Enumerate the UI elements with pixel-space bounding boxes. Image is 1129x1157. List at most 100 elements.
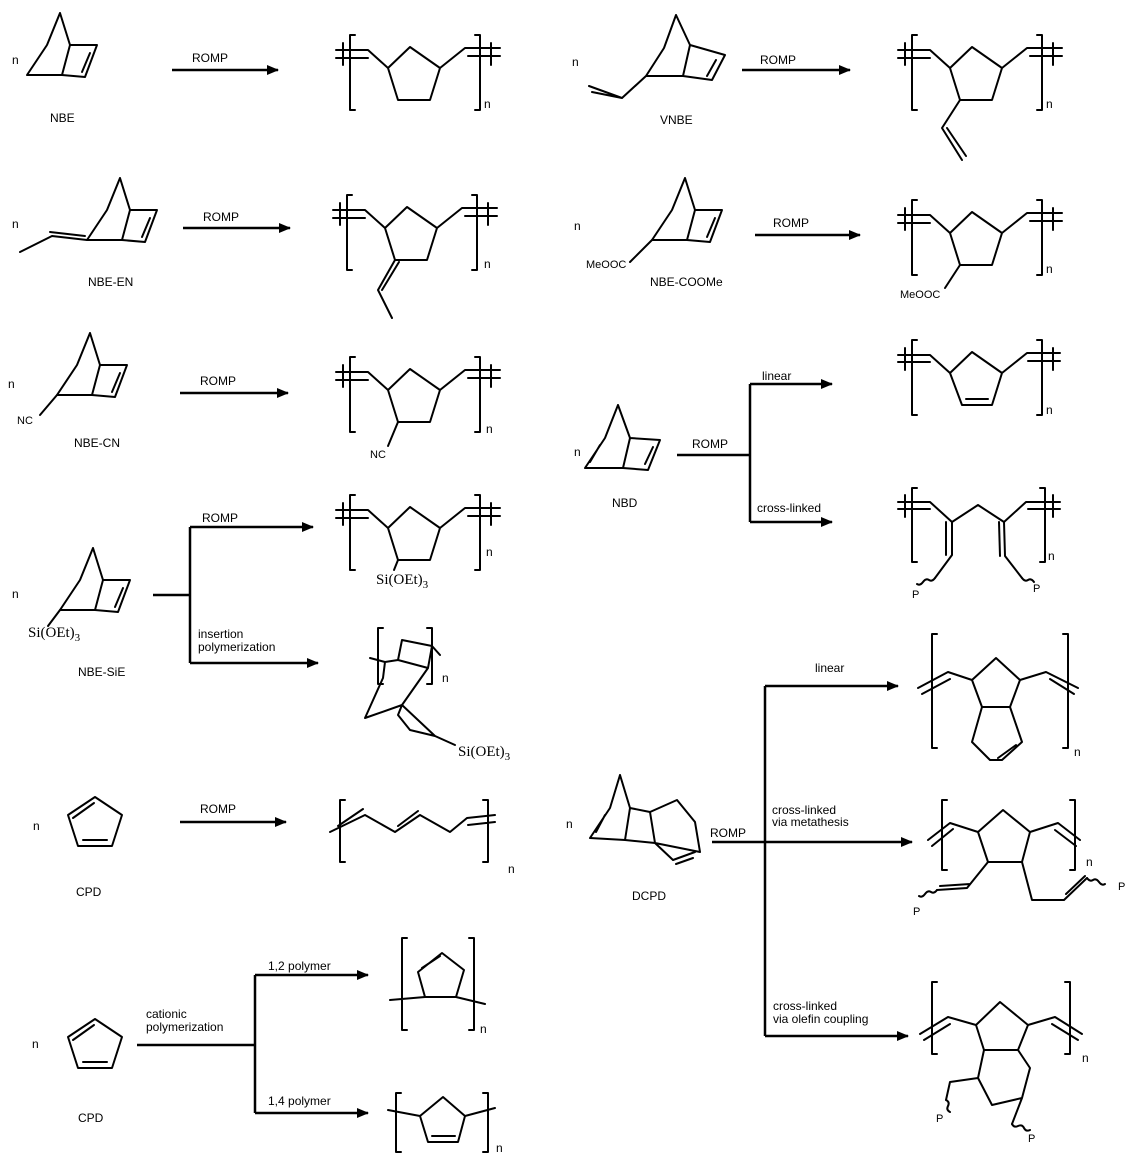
p14-label: 1,4 polymer bbox=[268, 1094, 331, 1108]
poly-nbe-en-structure bbox=[332, 194, 498, 271]
n-subscript: n bbox=[496, 1141, 503, 1155]
n-subscript: n bbox=[486, 422, 493, 436]
nbe-cn-label: NBE-CN bbox=[74, 436, 120, 450]
p-group: P bbox=[936, 1113, 943, 1125]
nbd-reaction: n NBD ROMP linear cross-linked n P P n bbox=[574, 339, 1061, 601]
n-subscript: n bbox=[1046, 403, 1053, 417]
poly-nbe-structure bbox=[335, 34, 501, 111]
poly-nbd-linear-structure bbox=[897, 339, 1061, 416]
n-coefficient: n bbox=[12, 53, 19, 67]
p-group: P bbox=[1118, 881, 1125, 893]
sioet-group: Si(OEt)3 bbox=[458, 744, 511, 763]
romp-label: ROMP bbox=[760, 53, 796, 67]
p-group: P bbox=[1033, 583, 1040, 595]
poly-nbe-sie-romp-structure bbox=[335, 494, 501, 571]
romp-label: ROMP bbox=[200, 374, 236, 388]
n-subscript: n bbox=[486, 545, 493, 559]
romp-label: ROMP bbox=[203, 210, 239, 224]
poly-vnbe-structure bbox=[897, 34, 1063, 111]
romp-label: ROMP bbox=[692, 437, 728, 451]
n-subscript: n bbox=[1046, 262, 1053, 276]
n-subscript: n bbox=[1074, 745, 1081, 759]
nbe-coome-reaction: n MeOOC NBE-COOMe ROMP MeOOC n bbox=[574, 177, 1063, 301]
poly-nbe-cn-structure bbox=[335, 356, 501, 433]
poly-nbe-sie-insertion-structure bbox=[364, 627, 456, 746]
p-group: P bbox=[912, 589, 919, 601]
cpd-structure bbox=[67, 1018, 123, 1069]
n-subscript: n bbox=[1086, 855, 1093, 869]
n-coefficient: n bbox=[574, 219, 581, 233]
romp-label: ROMP bbox=[192, 51, 228, 65]
romp-label: ROMP bbox=[773, 216, 809, 230]
poly-cpd-romp-structure bbox=[329, 799, 496, 863]
n-coefficient: n bbox=[574, 445, 581, 459]
poly-dcpd-linear-structure bbox=[917, 633, 1079, 761]
cpd-label: CPD bbox=[76, 885, 102, 899]
poly-cpd-12-structure bbox=[389, 937, 486, 1031]
vnbe-reaction: n VNBE ROMP n bbox=[572, 14, 1063, 161]
n-coefficient: n bbox=[572, 55, 579, 69]
nbd-label: NBD bbox=[612, 496, 638, 510]
n-subscript: n bbox=[1046, 97, 1053, 111]
nbe-en-label: NBE-EN bbox=[88, 275, 133, 289]
vnbe-label: VNBE bbox=[660, 113, 693, 127]
n-coefficient: n bbox=[32, 1037, 39, 1051]
cross-linked-label: cross-linked bbox=[757, 501, 821, 515]
n-subscript: n bbox=[508, 862, 515, 876]
poly-nbe-coome-structure bbox=[897, 199, 1063, 276]
n-subscript: n bbox=[480, 1022, 487, 1036]
n-subscript: n bbox=[442, 671, 449, 685]
sioet-group: Si(OEt)3 bbox=[28, 625, 81, 644]
nbe-label: NBE bbox=[50, 111, 75, 125]
n-subscript: n bbox=[484, 97, 491, 111]
nbe-reaction: n NBE ROMP n bbox=[12, 12, 501, 125]
nbe-cn-reaction: n NC NBE-CN ROMP NC n bbox=[8, 332, 501, 461]
nbd-structure bbox=[584, 404, 661, 471]
poly-cpd-14-structure bbox=[387, 1092, 496, 1153]
romp-label: ROMP bbox=[710, 826, 746, 840]
poly-nbd-crosslinked-structure bbox=[897, 487, 1061, 579]
nbe-cn-structure bbox=[56, 332, 128, 398]
poly-dcpd-olefin-structure bbox=[919, 981, 1083, 1125]
romp-label: ROMP bbox=[200, 802, 236, 816]
meooc-group: MeOOC bbox=[900, 289, 940, 301]
nbe-coome-structure bbox=[651, 177, 723, 243]
n-subscript: n bbox=[1082, 1051, 1089, 1065]
p-group: P bbox=[913, 906, 920, 918]
linear-label: linear bbox=[762, 369, 791, 383]
n-coefficient: n bbox=[8, 377, 15, 391]
nbe-sie-structure bbox=[59, 547, 131, 613]
nc-group: NC bbox=[17, 415, 33, 427]
nbe-en-structure bbox=[86, 177, 158, 243]
n-coefficient: n bbox=[12, 217, 19, 231]
cpd-structure bbox=[67, 796, 123, 847]
n-coefficient: n bbox=[33, 819, 40, 833]
p12-label: 1,2 polymer bbox=[268, 959, 331, 973]
n-subscript: n bbox=[484, 257, 491, 271]
nbe-structure bbox=[26, 12, 98, 78]
vnbe-structure bbox=[588, 14, 726, 99]
linear-label: linear bbox=[815, 661, 844, 675]
n-coefficient: n bbox=[566, 817, 573, 831]
nbe-coome-label: NBE-COOMe bbox=[650, 275, 723, 289]
meooc-group: MeOOC bbox=[586, 259, 626, 271]
n-coefficient: n bbox=[12, 587, 19, 601]
sioet-group: Si(OEt)3 bbox=[376, 572, 429, 591]
romp-label: ROMP bbox=[202, 511, 238, 525]
poly-dcpd-metathesis-structure bbox=[927, 799, 1088, 901]
cpd-label: CPD bbox=[78, 1111, 104, 1125]
nbe-sie-label: NBE-SiE bbox=[78, 665, 125, 679]
n-subscript: n bbox=[1048, 549, 1055, 563]
cpd-romp-reaction: n CPD ROMP n bbox=[33, 796, 515, 899]
dcpd-label: DCPD bbox=[632, 889, 666, 903]
nbe-en-reaction: n NBE-EN ROMP n bbox=[12, 177, 498, 319]
p-group: P bbox=[1028, 1133, 1035, 1145]
